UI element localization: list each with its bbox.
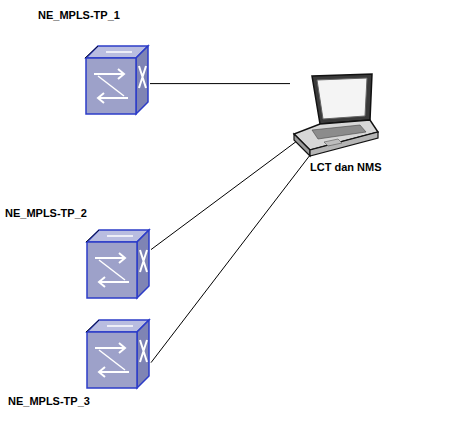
node-label: NE_MPLS-TP_2 <box>5 206 151 220</box>
connector-line <box>151 155 310 362</box>
network-element-node: NE_MPLS-TP_3 <box>8 318 151 408</box>
laptop-icon <box>290 72 380 158</box>
connector-line <box>151 141 297 250</box>
network-element-node: NE_MPLS-TP_2 <box>5 206 151 300</box>
node-label: NE_MPLS-TP_1 <box>38 8 150 22</box>
node-label: NE_MPLS-TP_3 <box>8 394 151 408</box>
switch-icon <box>85 318 151 390</box>
switch-icon <box>85 228 151 300</box>
network-element-node: NE_MPLS-TP_1 <box>38 8 150 116</box>
node-label: LCT dan NMS <box>310 160 382 174</box>
switch-icon <box>84 44 150 116</box>
connector-line <box>150 83 290 84</box>
laptop-node: LCT dan NMS <box>290 72 382 174</box>
